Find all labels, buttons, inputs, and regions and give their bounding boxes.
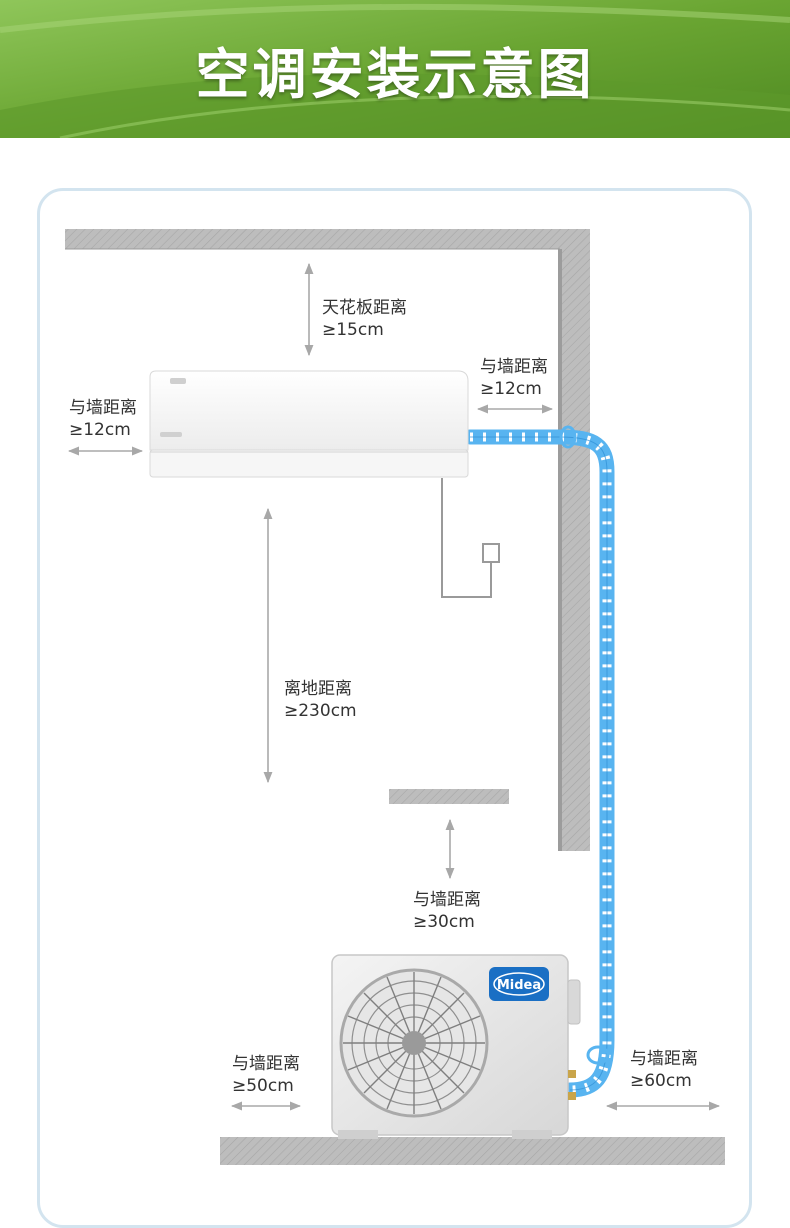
header-banner: 空调安装示意图 xyxy=(0,0,790,138)
indoor-logo-icon xyxy=(160,432,182,437)
outdoor-left-clearance-value: ≥50cm xyxy=(232,1076,294,1096)
installation-diagram: Midea xyxy=(65,229,725,1165)
indoor-right-clearance-value: ≥12cm xyxy=(480,379,542,399)
outdoor-right-clearance-value: ≥60cm xyxy=(630,1071,692,1091)
right-wall xyxy=(558,229,590,851)
ceiling-clearance-title: 天花板距离 xyxy=(322,298,407,318)
outdoor-top-clearance-title: 与墙距离 xyxy=(413,890,481,910)
ceiling-clearance-label: 天花板距离 ≥15cm xyxy=(322,297,407,341)
refrigerant-pipe xyxy=(462,425,615,1098)
indoor-left-clearance-label: 与墙距离 ≥12cm xyxy=(69,397,137,441)
ceiling xyxy=(65,229,590,250)
outdoor-left-clearance-label: 与墙距离 ≥50cm xyxy=(232,1053,300,1097)
page-title: 空调安装示意图 xyxy=(195,43,595,106)
indoor-left-clearance-title: 与墙距离 xyxy=(69,398,137,418)
indoor-right-clearance-title: 与墙距离 xyxy=(480,357,548,377)
outdoor-left-clearance-title: 与墙距离 xyxy=(232,1054,300,1074)
ceiling-clearance-value: ≥15cm xyxy=(322,320,384,340)
banner-leaf-background xyxy=(0,0,790,138)
outdoor-right-clearance-label: 与墙距离 ≥60cm xyxy=(630,1048,698,1092)
floor-clearance-label: 离地距离 ≥230cm xyxy=(284,678,357,722)
floor-clearance-title: 离地距离 xyxy=(284,679,352,699)
ground-slab xyxy=(220,1137,725,1165)
indoor-unit xyxy=(149,370,469,478)
outdoor-top-clearance-label: 与墙距离 ≥30cm xyxy=(413,889,481,933)
outdoor-unit: Midea xyxy=(331,954,581,1139)
floor-clearance-value: ≥230cm xyxy=(284,701,357,721)
fan-grille-icon xyxy=(339,968,489,1118)
outdoor-right-clearance-title: 与墙距离 xyxy=(630,1049,698,1069)
midea-logo-icon: Midea xyxy=(489,967,549,1001)
display-icon xyxy=(170,378,186,384)
outdoor-top-clearance-value: ≥30cm xyxy=(413,912,475,932)
power-socket-icon xyxy=(441,478,500,598)
outdoor-brand-label: Midea xyxy=(497,978,541,993)
indoor-right-clearance-label: 与墙距离 ≥12cm xyxy=(480,356,548,400)
balcony-slab xyxy=(389,789,509,804)
indoor-left-clearance-value: ≥12cm xyxy=(69,420,131,440)
